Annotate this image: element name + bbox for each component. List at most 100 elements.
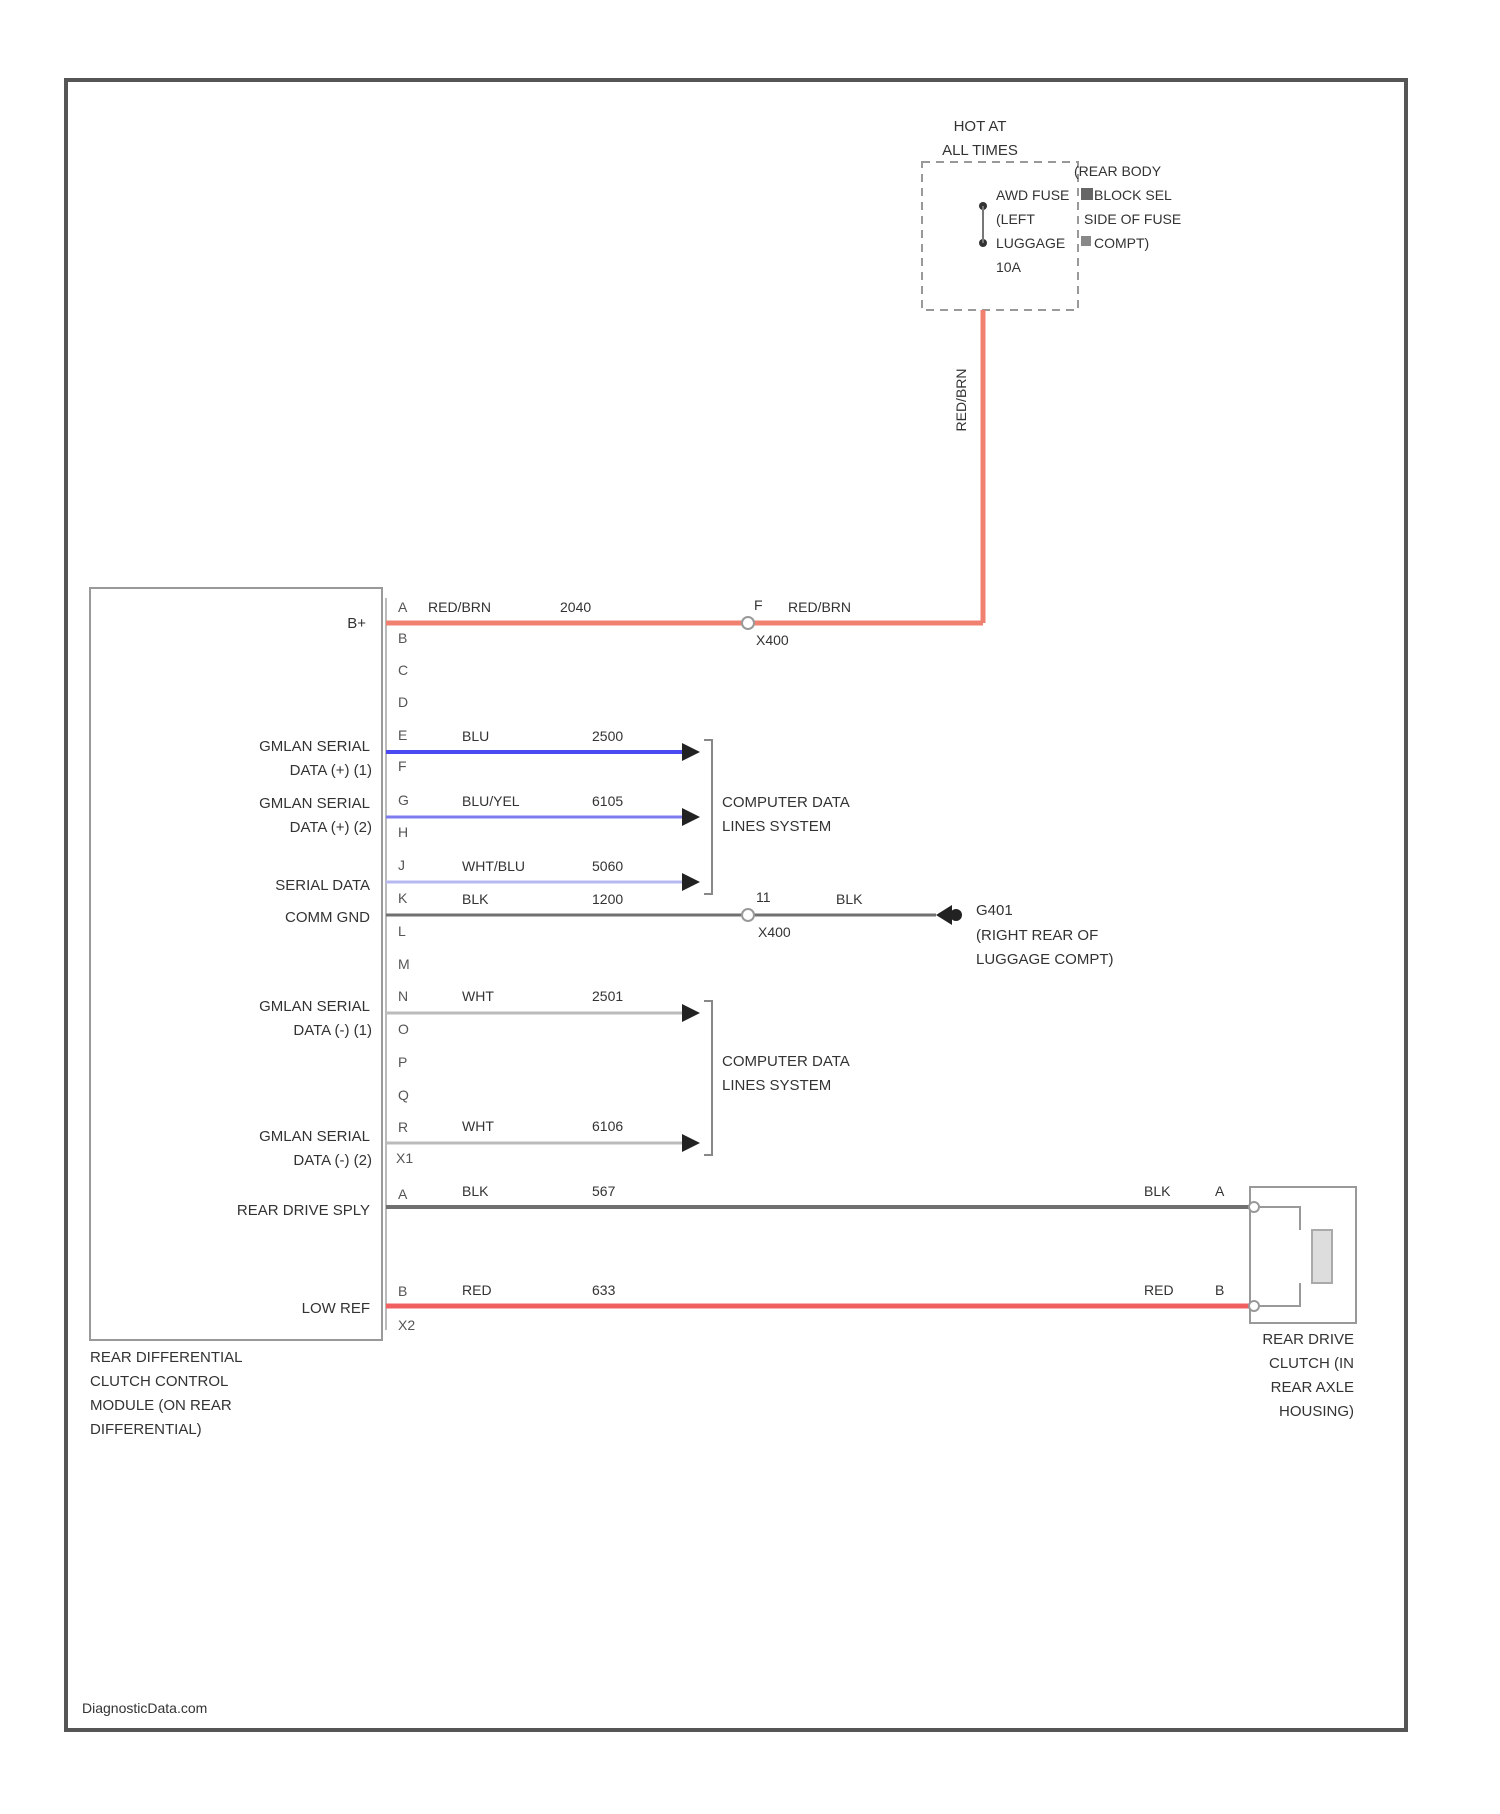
all-times-label: ALL TIMES [942,142,1018,159]
data-group-1-bracket [704,740,712,894]
pin-label-comm-gnd: COMM GND [285,909,370,926]
wire-gmlan-neg-1-circuit: 2501 [592,988,623,1004]
diagram-frame [66,80,1406,1730]
data-group-2-label-1: COMPUTER DATA [722,1053,850,1070]
pin-label-gmlan-neg-1b: DATA (-) (1) [293,1022,372,1039]
ground-location-2: LUGGAGE COMPT) [976,951,1114,968]
wire-gmlan-pos-2: BLU/YEL 6105 [386,793,700,826]
clutch-coil-icon [1312,1230,1332,1283]
fuse-block-connector-icon [1081,188,1093,200]
wire-b-plus: RED/BRN 2040 F RED/BRN X400 [386,597,983,648]
fuse-location-2: LUGGAGE [996,235,1065,251]
pin-a: A [398,599,408,615]
clutch-wire-b-color: RED [1144,1282,1174,1298]
pin-o: O [398,1021,409,1037]
data-group-1-label-2: LINES SYSTEM [722,818,831,835]
ground-id: G401 [976,902,1013,919]
arrow-right-icon [682,873,700,891]
wire-gmlan-neg-2-circuit: 6106 [592,1118,623,1134]
wire-low-ref-color: RED [462,1282,492,1298]
pin-m: M [398,956,410,972]
inline-pin-11: 11 [756,889,771,905]
hot-at-label: HOT AT [954,118,1007,135]
wire-gmlan-pos-1-color: BLU [462,728,489,744]
ground-location-1: (RIGHT REAR OF [976,927,1098,944]
pin-b: B [398,630,407,646]
pin-k: K [398,890,408,906]
inline-connector-x400-f [742,617,754,629]
module-pin-labels: B+ GMLAN SERIAL DATA (+) (1) GMLAN SERIA… [237,615,372,1317]
watermark: DiagnosticData.com [82,1700,207,1716]
clutch-label-3: REAR AXLE [1271,1379,1354,1396]
clutch-pin-b: B [1215,1282,1224,1298]
ground-arrow-icon [936,905,952,925]
wire-gmlan-neg-2-color: WHT [462,1118,494,1134]
wire-gmlan-pos-1: BLU 2500 [386,728,700,761]
wire-rear-drive-sply-circuit: 567 [592,1183,616,1199]
pin-label-low-ref: LOW REF [302,1300,370,1317]
clutch-label-2: CLUTCH (IN [1269,1355,1354,1372]
fuse-block-connector-icon-2 [1081,236,1091,246]
pin-label-gmlan-neg-1a: GMLAN SERIAL [259,998,370,1015]
pin-d: D [398,694,408,710]
wire-low-ref: RED 633 RED B [386,1282,1250,1306]
wire-gmlan-pos-2-circuit: 6105 [592,793,623,809]
data-group-2-bracket [704,1001,712,1155]
pin-label-rear-drive-sply: REAR DRIVE SPLY [237,1202,370,1219]
connector-x1-label: X1 [396,1150,413,1166]
pin-c: C [398,662,408,678]
pin-p: P [398,1054,407,1070]
module-pin-letters: A B C D E F G H J K L M N O P Q R X1 A B… [396,599,415,1333]
pin-label-gmlan-pos-1b: DATA (+) (1) [290,762,372,779]
wire-gmlan-pos-2-color: BLU/YEL [462,793,520,809]
pin-label-b-plus: B+ [347,615,366,632]
pin-g: G [398,792,409,808]
arrow-right-icon [682,808,700,826]
fuse-block-location-1: (REAR BODY [1074,163,1162,179]
fuse-block: HOT AT ALL TIMES AWD FUSE (LEFT LUGGAGE … [922,118,1181,310]
wire-b-plus-circuit: 2040 [560,599,591,615]
pin-x2-a: A [398,1186,408,1202]
wire-comm-gnd: BLK 1200 11 BLK X400 G401 (RIGHT REAR OF… [386,889,1114,968]
ground-point-icon [950,909,962,921]
inline-connector-x400-label-2: X400 [758,924,791,940]
clutch-terminal-a [1249,1202,1259,1212]
wire-rear-drive-sply: BLK 567 BLK A [386,1183,1250,1207]
wire-gmlan-neg-2: WHT 6106 [386,1118,700,1152]
pin-label-gmlan-pos-2b: DATA (+) (2) [290,819,372,836]
clutch-label-1: REAR DRIVE [1262,1331,1354,1348]
module-label-1: REAR DIFFERENTIAL [90,1349,243,1366]
wire-serial-data: WHT/BLU 5060 [386,858,700,891]
arrow-right-icon [682,1004,700,1022]
fuse-feed-wire-label: RED/BRN [953,368,969,431]
fuse-rating: 10A [996,259,1022,275]
pin-j: J [398,857,405,873]
module-label-4: DIFFERENTIAL) [90,1421,202,1438]
fuse-block-location-2: BLOCK SEL [1094,187,1172,203]
clutch-coil-lead-2 [1259,1283,1300,1306]
clutch-label-4: HOUSING) [1279,1403,1354,1420]
wire-rear-drive-sply-color: BLK [462,1183,489,1199]
clutch-coil-lead [1259,1207,1300,1230]
wire-serial-data-circuit: 5060 [592,858,623,874]
pin-e: E [398,727,407,743]
pin-label-gmlan-neg-2a: GMLAN SERIAL [259,1128,370,1145]
arrow-right-icon [682,743,700,761]
clutch-wire-a-color: BLK [1144,1183,1171,1199]
wire-gmlan-pos-1-circuit: 2500 [592,728,623,744]
module-label-2: CLUTCH CONTROL [90,1373,228,1390]
wire-gmlan-neg-1-color: WHT [462,988,494,1004]
pin-h: H [398,824,408,840]
pin-label-serial-data: SERIAL DATA [275,877,370,894]
wire-b-plus-color-right: RED/BRN [788,599,851,615]
fuse-name: AWD FUSE [996,187,1069,203]
pin-f: F [398,758,407,774]
connector-x2-label: X2 [398,1317,415,1333]
control-module-outline [90,588,382,1340]
fuse-block-location-3: SIDE OF FUSE [1084,211,1181,227]
pin-label-gmlan-pos-2a: GMLAN SERIAL [259,795,370,812]
inline-connector-x400-11 [742,909,754,921]
pin-r: R [398,1119,408,1135]
pin-x2-b: B [398,1283,407,1299]
